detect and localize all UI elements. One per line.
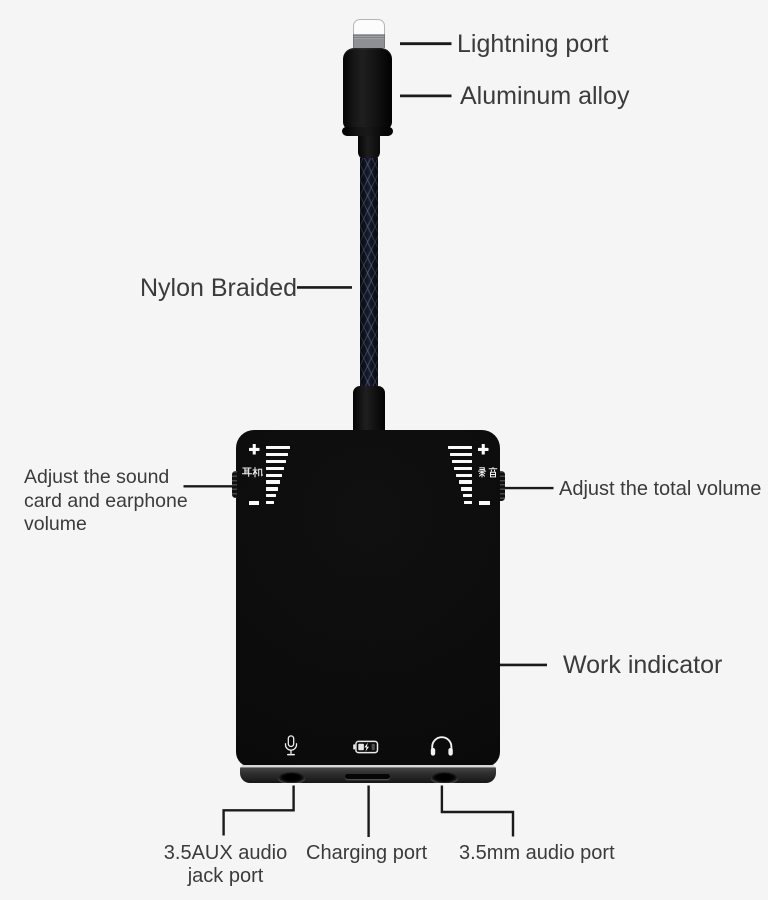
total-volume-wheel[interactable]	[499, 471, 505, 501]
volume-scale-bar	[460, 487, 472, 491]
volume-scale-bar	[458, 480, 472, 484]
work-indicator-label: Work indicator	[563, 651, 723, 679]
volume-scale-bar	[266, 453, 288, 457]
record-cn-label	[478, 466, 498, 478]
adjust-total-label: Adjust the total volume	[559, 477, 762, 500]
volume-scale-bar	[266, 473, 283, 477]
volume-scale-bar	[266, 487, 278, 491]
volume-scale-bar	[266, 494, 276, 498]
audio-jack-port[interactable]	[430, 771, 458, 783]
earphone-volume-scale	[266, 446, 290, 508]
volume-minus-icon	[248, 501, 259, 505]
volume-scale-bar	[454, 466, 472, 471]
volume-scale-bar	[266, 466, 284, 471]
connector-housing-flange	[342, 127, 393, 136]
volume-scale-bar	[266, 459, 286, 464]
lightning-connector-tip	[352, 19, 385, 35]
volume-scale-bar	[455, 473, 472, 477]
lightning-connector-contacts	[352, 34, 385, 48]
nylon-braided-cable	[359, 158, 378, 388]
charging-port-slot[interactable]	[345, 773, 390, 780]
aux-port-leader-line	[222, 785, 295, 836]
aluminum-alloy-label: Aluminum alloy	[460, 82, 630, 110]
volume-scale-bar	[266, 500, 274, 505]
cable-strain-relief-top	[357, 135, 380, 160]
record-volume-scale	[448, 446, 472, 508]
volume-scale-bar	[450, 453, 472, 457]
connector-housing	[343, 47, 392, 130]
aux-audio-jack-port[interactable]	[277, 771, 305, 783]
earphone-volume-wheel[interactable]	[231, 471, 237, 498]
volume-scale-bar	[266, 446, 290, 450]
nylon-braided-label: Nylon Braided	[140, 274, 298, 302]
lightning-port-label: Lightning port	[457, 30, 609, 58]
volume-scale-bar	[452, 459, 472, 464]
adjust-sound-label: Adjust the sound card and earphone volum…	[24, 466, 188, 536]
aux-port-label: 3.5AUX audio jack port	[163, 842, 288, 888]
cable-strain-relief-bottom	[353, 386, 385, 432]
charging-port-label: Charging port	[306, 841, 428, 864]
volume-scale-bar	[462, 494, 472, 498]
volume-minus-icon	[479, 501, 490, 505]
volume-plus-icon	[477, 444, 489, 455]
volume-scale-bar	[266, 480, 280, 484]
volume-scale-bar	[448, 446, 472, 450]
audio-port-label: 3.5mm audio port	[459, 841, 615, 864]
adapter-body	[236, 430, 500, 767]
audio-port-leader-line	[440, 785, 515, 837]
volume-plus-icon	[249, 444, 260, 455]
earphone-cn-label	[241, 466, 263, 478]
volume-scale-bar	[464, 500, 472, 505]
microphone-icon	[284, 735, 297, 756]
headphones-icon	[430, 736, 453, 756]
battery-charging-icon	[353, 740, 379, 753]
